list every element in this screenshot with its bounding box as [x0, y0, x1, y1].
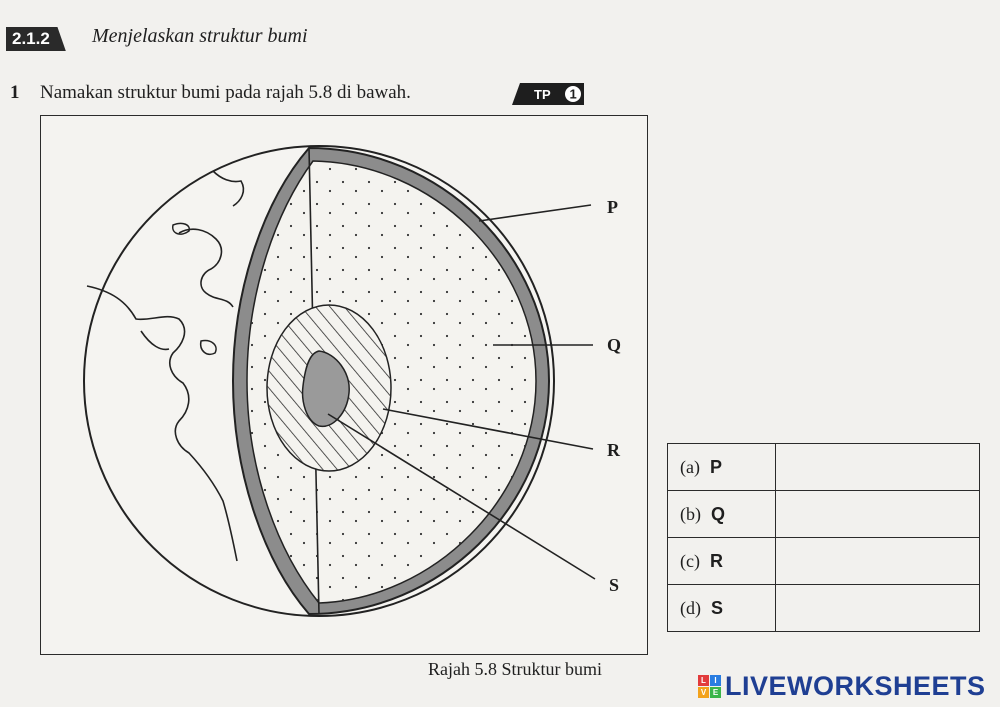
answer-input-q[interactable] — [775, 490, 980, 538]
liveworksheets-wordmark: LIVEWORKSHEETS — [725, 670, 986, 701]
island-outline — [199, 339, 217, 355]
leader-line-s — [327, 413, 596, 580]
answer-letter: R — [709, 550, 723, 571]
continent-outline — [86, 285, 238, 562]
label-p: P — [607, 197, 618, 217]
answer-table: (a) P (b) Q (c) R (d) S — [667, 443, 980, 632]
question-number: 1 — [10, 82, 20, 103]
leader-line-p — [478, 204, 592, 222]
answer-label: (b) — [680, 503, 701, 524]
question-text: Namakan struktur bumi pada rajah 5.8 di … — [40, 82, 411, 103]
tp-level-badge: TP 1 — [512, 83, 584, 105]
answer-label: (d) — [680, 597, 701, 618]
answer-label-cell: (c) R — [667, 537, 776, 585]
label-r: R — [607, 440, 621, 460]
continent-outline — [140, 330, 170, 351]
island-outline — [172, 222, 191, 235]
answer-letter: P — [709, 456, 722, 477]
answer-letter: Q — [711, 503, 726, 524]
answer-input-p[interactable] — [775, 443, 980, 491]
answer-row: (a) P — [667, 443, 980, 491]
answer-input-r[interactable] — [775, 537, 980, 585]
continent-outline — [212, 170, 245, 207]
earth-structure-figure: P Q R S — [40, 115, 648, 655]
leader-line-r — [382, 408, 594, 450]
answer-label-cell: (a) P — [667, 443, 776, 491]
label-s: S — [609, 575, 619, 595]
label-q: Q — [607, 335, 621, 355]
answer-label: (a) — [680, 456, 700, 477]
tp-level: 1 — [570, 87, 577, 102]
answer-label: (c) — [680, 550, 700, 571]
tp-label: TP — [534, 87, 551, 102]
answer-letter: S — [711, 597, 724, 618]
section-title: Menjelaskan struktur bumi — [92, 25, 308, 47]
continent-outline — [178, 228, 234, 308]
answer-label-cell: (b) Q — [667, 490, 776, 538]
answer-row: (d) S — [667, 584, 980, 632]
answer-row: (b) Q — [667, 490, 980, 538]
answer-row: (c) R — [667, 537, 980, 585]
answer-input-s[interactable] — [775, 584, 980, 632]
figure-caption: Rajah 5.8 Struktur bumi — [428, 659, 602, 679]
inner-core — [301, 350, 350, 428]
section-number-badge: 2.1.2 — [6, 27, 66, 51]
answer-label-cell: (d) S — [667, 584, 776, 632]
earth-diagram: P Q R S — [83, 145, 621, 617]
